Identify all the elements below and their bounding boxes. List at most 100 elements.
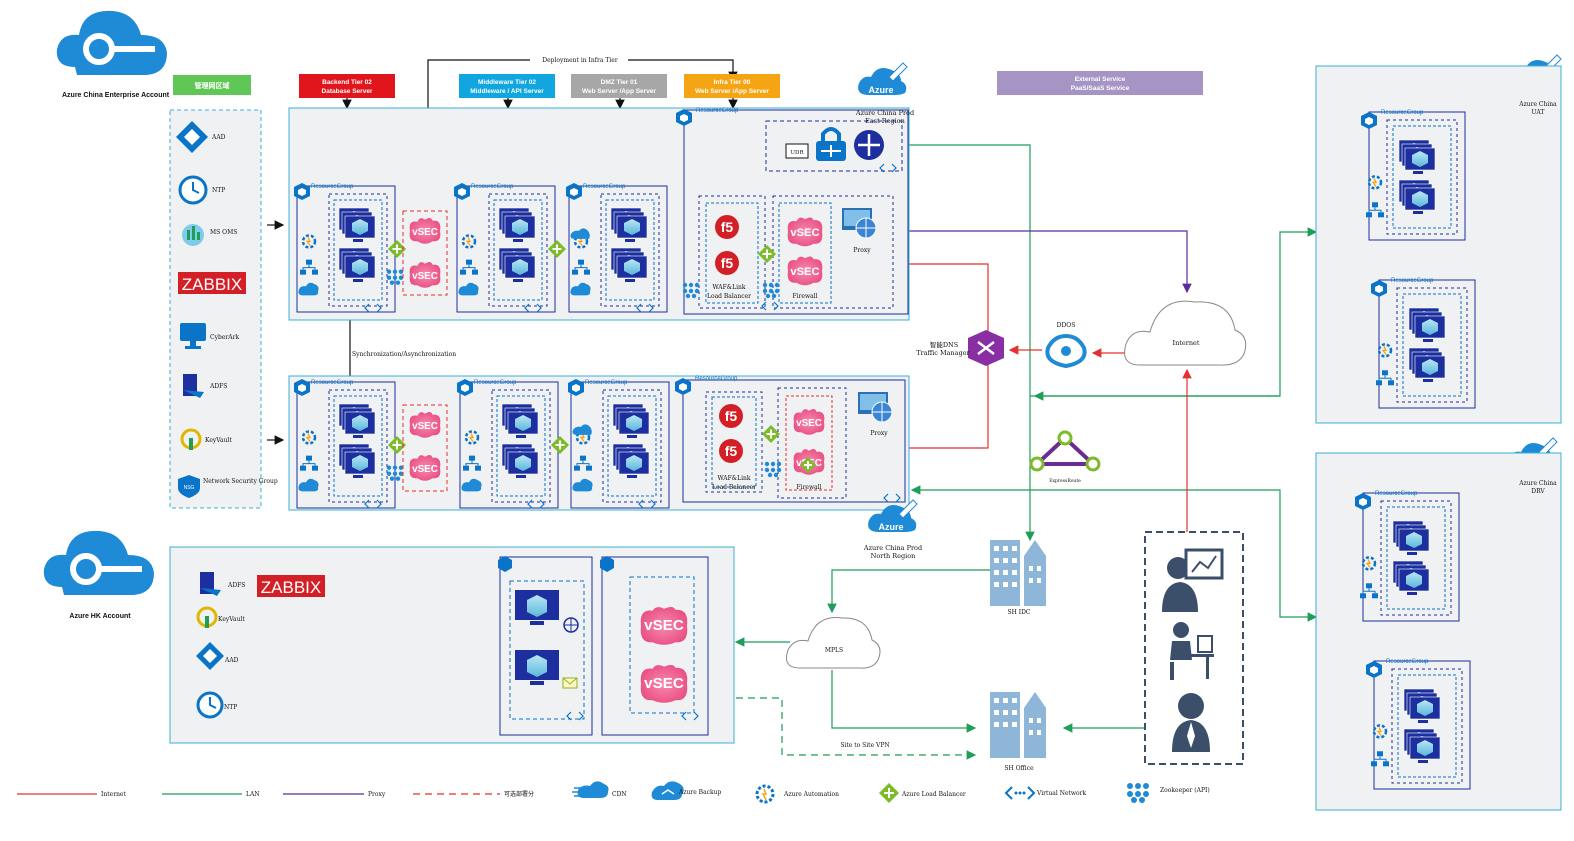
automation-icon [755,784,775,804]
vsec-firewall-icon: vSEC [640,664,688,703]
resource-group: ResourceGroup [1361,110,1466,241]
backup-icon [298,478,319,492]
vsec-firewall-icon: vSEC [640,606,688,645]
network-topology-icon [1360,583,1378,599]
resource-group: ResourceGroup [294,183,406,313]
drv-label-2: DRV [1531,488,1545,495]
key-icon [180,428,202,450]
dns-label-2: Traffic Manager [916,349,970,357]
resource-group-icon [454,183,470,200]
network-topology-icon [572,259,590,275]
resource-group-icon [1355,493,1371,510]
infra-tier-title: Infra Tier 00 [714,79,751,86]
virtual-machine-icon [610,207,648,242]
desk-user-icon [1170,622,1214,680]
zookeeper-icon [386,269,404,285]
virtual-machine-icon [1403,728,1441,763]
mgmt-zabbix-label: ZABBIX [182,275,242,294]
zookeeper-icon [386,465,404,481]
resource-group: ResourceGroup [457,379,569,509]
mpls-label: MPLS [825,647,843,654]
virtual-network-icon [761,301,779,311]
presenter-user-icon [1162,548,1224,612]
resource-group-icon [294,379,310,396]
virtual-machine-icon [1392,560,1430,595]
vsec-firewall-icon: vSEC [409,261,441,288]
mgmt-nsg-label: Network Security Group [203,478,278,485]
uat-label-1: Azure China [1518,101,1557,108]
virtual-machine-icon [515,650,559,685]
network-topology-icon [300,455,318,471]
virtual-machine-icon [1398,139,1436,174]
resource-group: ResourceGroup [294,379,406,509]
resource-group-icon [1371,280,1387,297]
vsec-label: vSEC [412,464,438,475]
ddos-label: DDOS [1057,322,1076,329]
resource-group-label: ResourceGroup [585,380,628,386]
backup-icon [458,282,479,296]
load-balancer-icon [758,245,776,263]
load-balancer-icon [551,436,569,454]
resource-group: ResourceGroup [1355,491,1460,622]
load-balancer-icon [388,240,406,258]
legend-cdn: CDN [612,791,627,798]
key-icon [196,606,218,628]
express-route-label: ExpressRoute [1049,478,1081,484]
load-balancer-icon [388,436,406,454]
f5-icon: f5 [719,404,743,428]
virtual-network-icon [1004,786,1036,800]
network-topology-icon [574,455,592,471]
resource-group-icon [675,378,691,395]
resource-group: ResourceGroup [1371,278,1476,409]
f5-icon: f5 [719,439,743,463]
mgmt-oms-label: MS OMS [210,229,237,236]
network-topology-icon [1371,751,1389,767]
user-icon [1172,693,1210,752]
load-balancer-icon [548,240,566,258]
zookeeper-icon [1127,783,1149,803]
udr-label: UDR [790,150,804,156]
hk-zabbix-label: ZABBIX [261,578,321,597]
resource-group: ResourceGroup [568,379,670,509]
proxy-label: Proxy [870,430,888,437]
virtual-network-icon [883,493,901,503]
f5-icon: f5 [715,251,739,275]
azure-badge-icon: Azure [868,499,918,532]
waf-label: Load Balancer [712,484,756,491]
resource-group-label: ResourceGroup [474,380,517,386]
virtual-machine-icon [338,247,376,282]
hk-adfs-label: ADFS [227,582,245,589]
f5-icon: f5 [715,215,739,239]
zookeeper-icon [682,282,700,299]
virtual-machine-icon [1408,307,1446,342]
resource-group-label: ResourceGroup [311,184,354,190]
aad-icon [196,642,224,670]
automation-icon [1377,343,1393,358]
infra-tier-subtitle: Web Server /App Server [695,88,769,95]
monitor-icon [180,323,206,349]
external-service-title: External Service [1075,76,1126,83]
vsec-firewall-icon: vSEC [787,217,823,247]
vsec-firewall-icon: vSEC [409,454,441,481]
automation-icon [1361,556,1377,571]
mpls-cloud-icon [786,616,881,669]
azure-cloud-logo-icon [43,530,154,595]
mgmt-ntp-label: NTP [212,187,225,194]
svg-text:NSG: NSG [184,485,195,491]
firewall-label: Firewall [792,293,817,300]
virtual-machine-icon [498,207,536,242]
virtual-machine-icon [338,207,376,242]
automation-icon [1367,175,1383,190]
virtual-network-icon [636,303,654,313]
network-topology-icon [1376,370,1394,386]
cdn-icon [572,781,609,798]
resource-group-label: ResourceGroup [1375,491,1418,497]
virtual-network-icon [566,711,584,721]
azure-badge-label: Azure [868,85,893,95]
traffic-manager-icon [968,330,1004,366]
east-gateway-area: UDR [765,120,903,172]
backend-tier-subtitle: Database Server [322,88,373,95]
deployment-label: Deployment in Infra Tier [542,57,618,64]
network-topology-icon [300,259,318,275]
